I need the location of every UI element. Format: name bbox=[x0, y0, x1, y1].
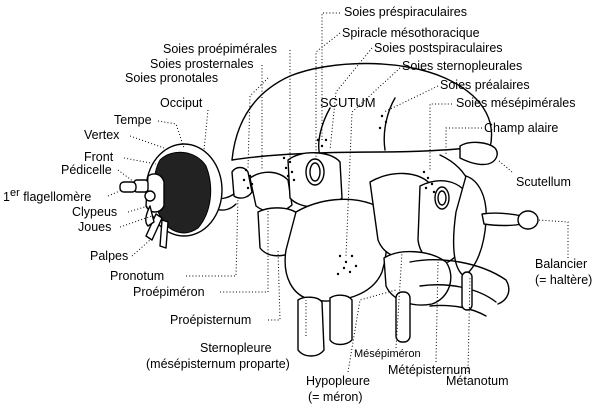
label-flagellomere-sup: er bbox=[10, 187, 20, 199]
halter-stalk bbox=[482, 213, 522, 225]
label-tempe: Tempe bbox=[114, 113, 152, 127]
leader-front bbox=[124, 158, 156, 164]
label-soies-prosternales: Soies prosternales bbox=[150, 57, 254, 71]
pronotum-shape bbox=[232, 168, 252, 199]
coxa-4 bbox=[462, 272, 472, 310]
thorax-dorsal-line bbox=[232, 148, 470, 160]
leader-palpes bbox=[132, 240, 150, 256]
label-proepisternum: Proépisternum bbox=[170, 313, 251, 327]
label-sternopleure-sub: (mésépisternum proparte) bbox=[146, 357, 290, 371]
label-balancier: Balancier bbox=[535, 257, 587, 271]
coxa-1 bbox=[298, 297, 324, 356]
first-flagellomere bbox=[120, 182, 136, 192]
proepimeron-shape bbox=[250, 172, 292, 212]
leader-occiput bbox=[204, 110, 208, 150]
label-pedicelle: Pédicelle bbox=[61, 163, 112, 177]
label-soies-mesepimerales: Soies mésépimérales bbox=[456, 96, 576, 110]
label-soies-sternopleurales: Soies sternopleurales bbox=[402, 59, 522, 73]
label-vertex: Vertex bbox=[84, 128, 120, 142]
label-spiracle-mesothoracique: Spiracle mésothoracique bbox=[342, 26, 480, 40]
halter-knob bbox=[518, 211, 538, 229]
label-flagellomere-number: 1 bbox=[3, 190, 10, 204]
abdomen-line-3 bbox=[430, 305, 486, 316]
leader-balancier bbox=[538, 220, 568, 258]
leader-scutellum bbox=[498, 160, 512, 172]
label-pronotum: Pronotum bbox=[110, 269, 164, 283]
leader-soies-prespiraculaires bbox=[322, 13, 340, 140]
label-hypopleure: Hypopleure bbox=[306, 374, 370, 388]
palp-2 bbox=[160, 220, 168, 248]
label-flagellomere-rest: flagellomère bbox=[20, 190, 92, 204]
label-mesepimeron: Mésépiméron bbox=[354, 348, 421, 360]
scutellum-shape bbox=[460, 142, 497, 164]
label-soies-proepimerales: Soies proépimérales bbox=[163, 42, 277, 56]
label-soies-pronotales: Soies pronotales bbox=[125, 71, 218, 85]
label-sternopleure: Sternopleure bbox=[200, 341, 272, 355]
label-scutellum: Scutellum bbox=[516, 175, 571, 189]
leader-vertex bbox=[130, 136, 164, 148]
label-palpes: Palpes bbox=[90, 249, 128, 263]
label-occiput: Occiput bbox=[160, 96, 203, 110]
coxa-2 bbox=[330, 295, 352, 344]
label-proepimeron: Proépiméron bbox=[133, 285, 205, 299]
label-soies-postspiraculaires: Soies postspiraculaires bbox=[374, 41, 503, 55]
label-flagellomere: 1er flagellomère bbox=[3, 187, 91, 204]
leader-pedicelle bbox=[118, 170, 134, 182]
leader-clypeus bbox=[128, 206, 148, 212]
sternopleure-shape bbox=[285, 199, 386, 301]
label-hypopleure-sub: (= méron) bbox=[308, 390, 363, 404]
label-clypeus: Clypeus bbox=[72, 205, 117, 219]
scutum-inner-line-2 bbox=[384, 98, 395, 150]
label-scutum: SCUTUM bbox=[320, 95, 376, 110]
label-soies-prespiraculaires: Soies préspiraculaires bbox=[344, 5, 467, 19]
label-metanotum: Métanotum bbox=[446, 374, 509, 388]
label-front: Front bbox=[84, 150, 114, 164]
label-balancier-sub: (= haltère) bbox=[535, 273, 592, 287]
arista-base bbox=[145, 191, 155, 201]
label-joues: Joues bbox=[78, 220, 111, 234]
label-champ-alaire: Champ alaire bbox=[484, 121, 558, 135]
leader-proepisternum bbox=[268, 250, 280, 320]
coxa-3 bbox=[396, 292, 410, 342]
setae-patch-prealar bbox=[379, 115, 387, 129]
label-soies-prealaires: Soies préalaires bbox=[440, 78, 530, 92]
leader-flagellomere bbox=[108, 190, 122, 196]
